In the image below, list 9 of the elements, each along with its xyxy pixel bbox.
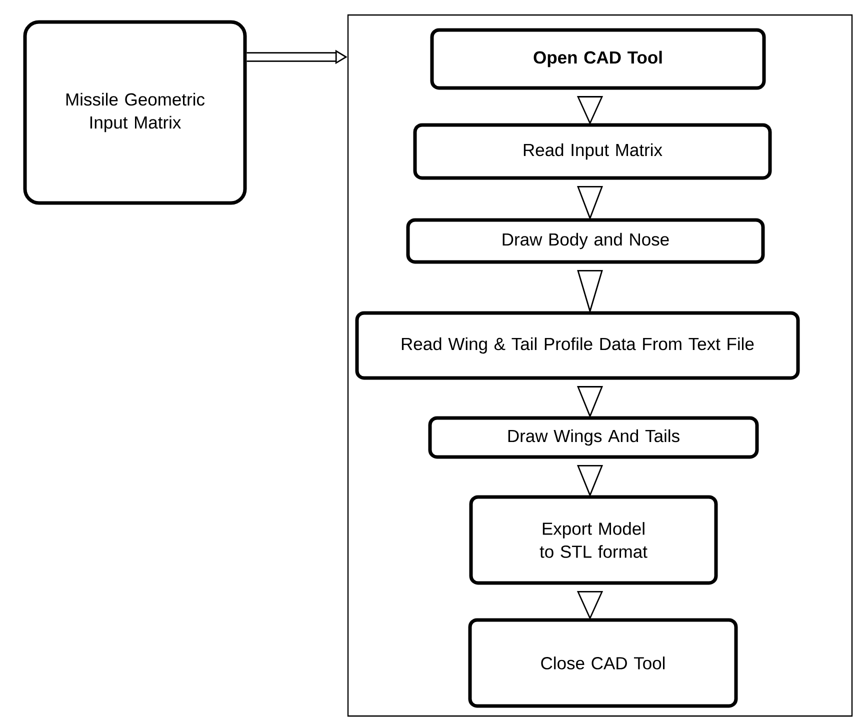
- process-box: Export Model to STL format: [469, 495, 718, 585]
- input-box: Missile Geometric Input Matrix: [23, 20, 247, 205]
- container-box: [347, 14, 853, 717]
- process-box: Read Wing & Tail Profile Data From Text File: [355, 311, 800, 380]
- process-box: Draw Wings And Tails: [428, 416, 759, 459]
- process-box: Read Input Matrix: [413, 123, 772, 180]
- process-box: Open CAD Tool: [430, 28, 766, 90]
- process-box: Draw Body and Nose: [406, 218, 765, 264]
- process-box: Close CAD Tool: [468, 618, 738, 708]
